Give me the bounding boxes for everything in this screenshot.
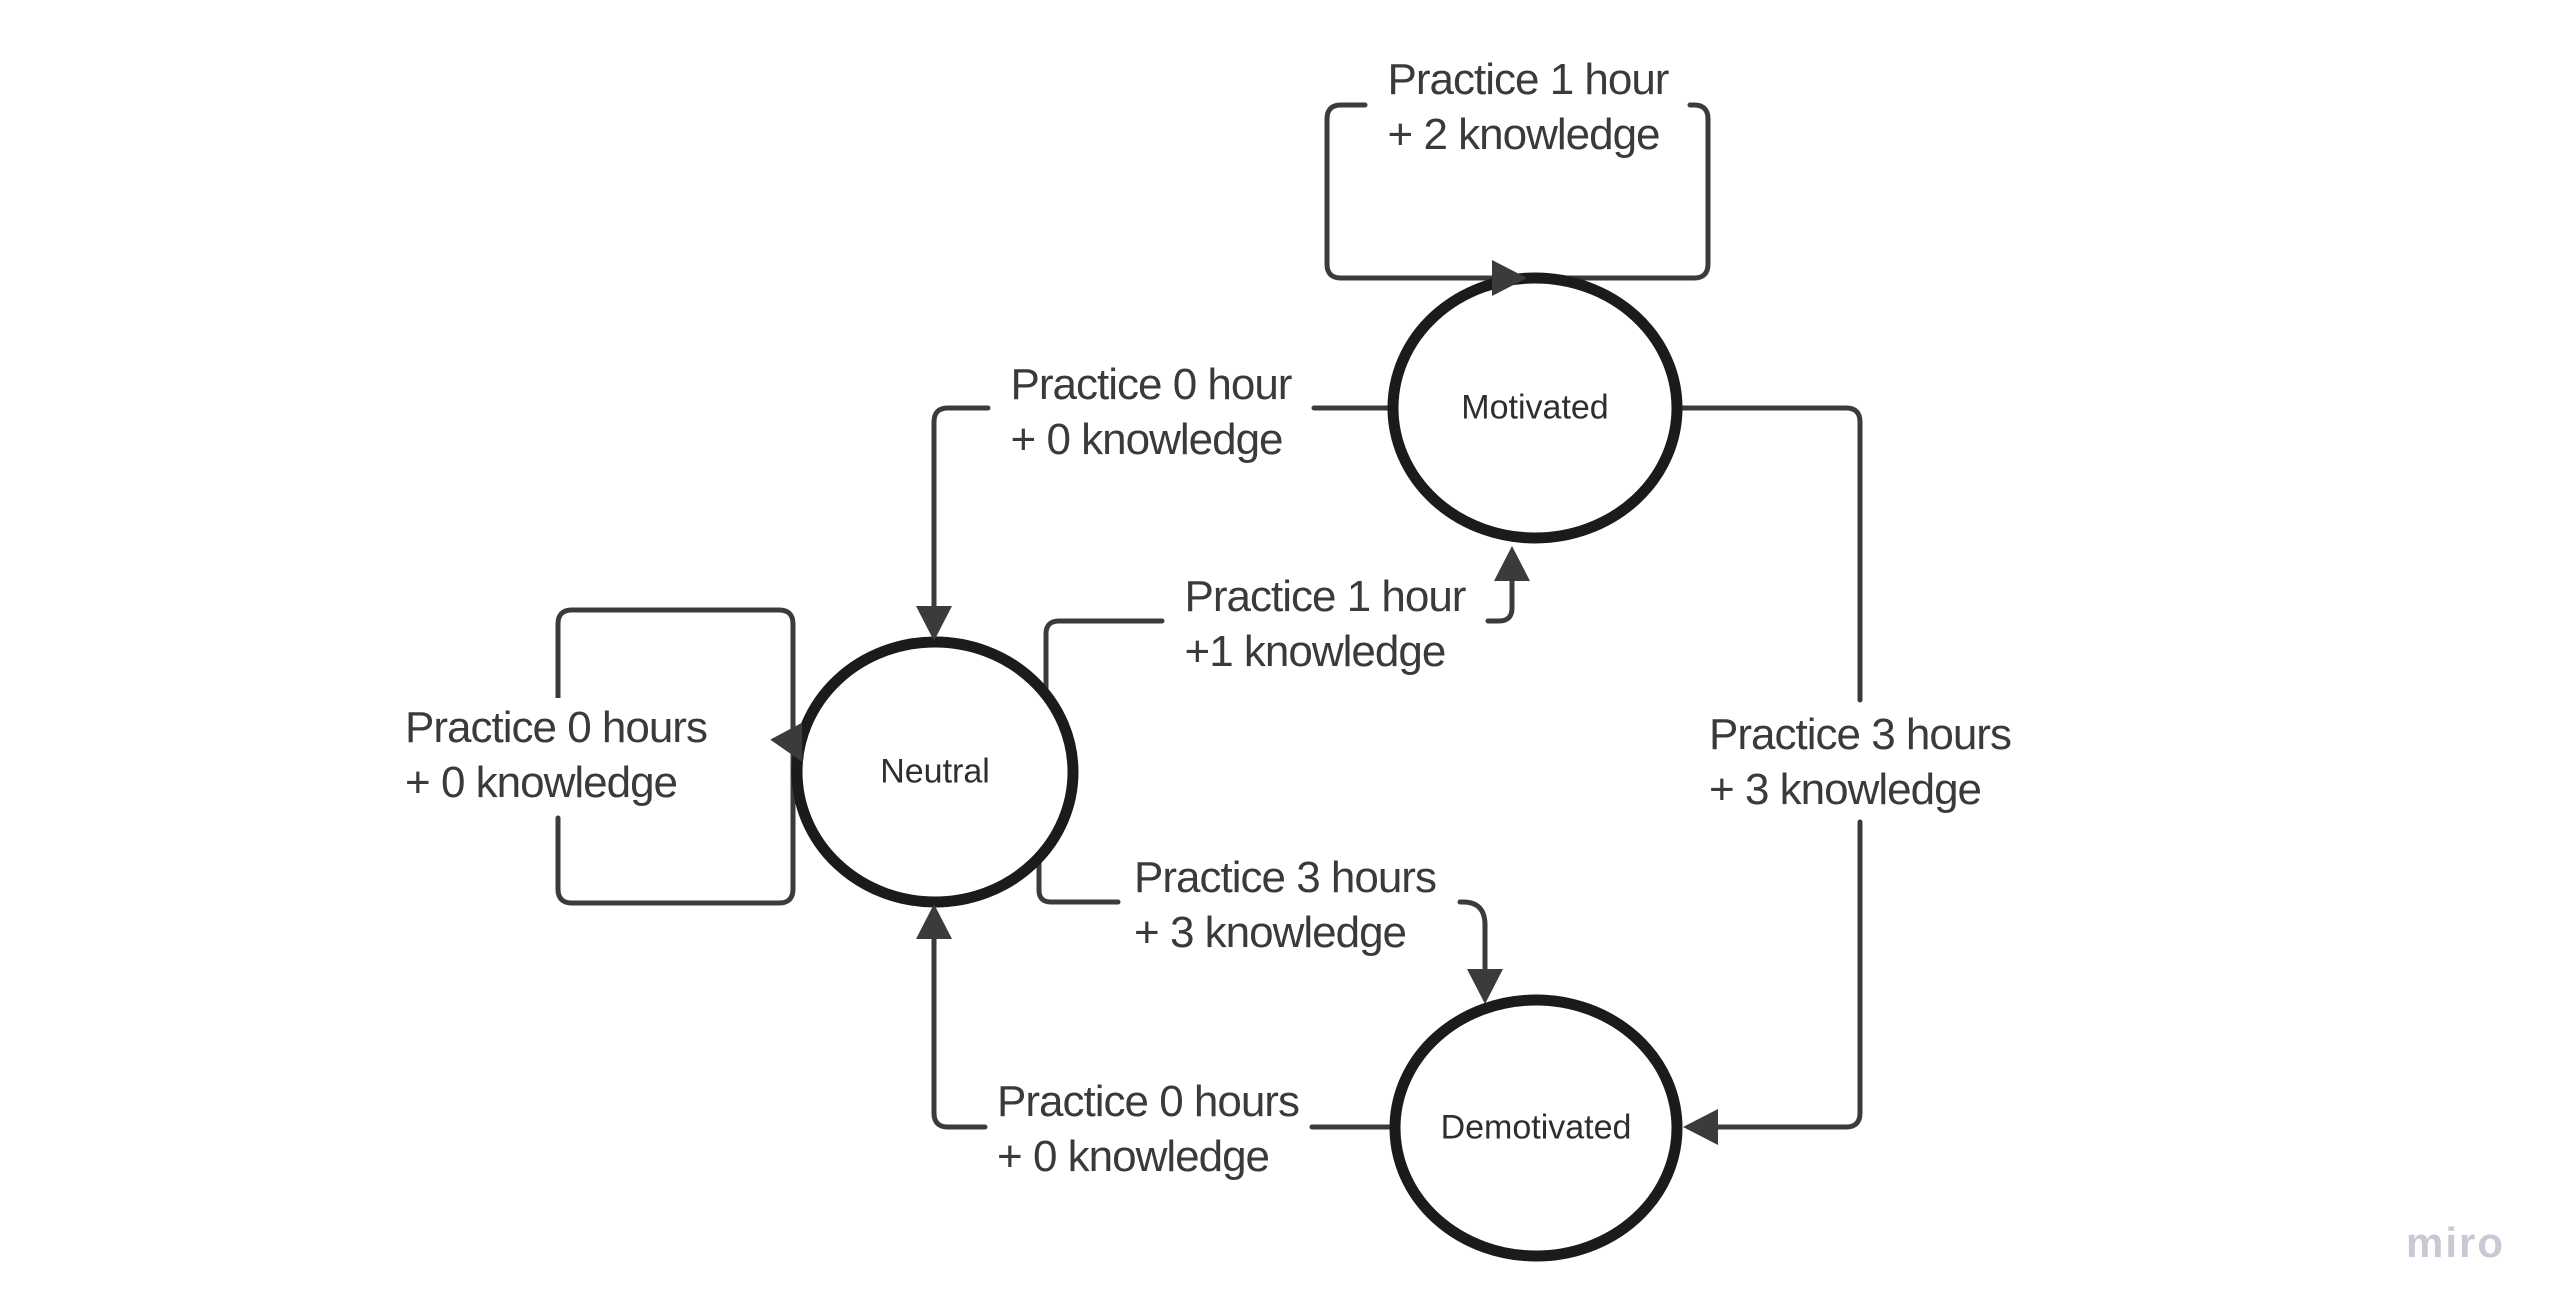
transition-label-neutral-to-demotivated[interactable]: Practice 3 hours + 3 knowledge: [1128, 848, 1442, 962]
transition-label-motivated-to-neutral[interactable]: Practice 0 hour + 0 knowledge: [1004, 355, 1298, 469]
state-node-motivated[interactable]: [1387, 272, 1683, 544]
connector-demotivated-to-neutral[interactable]: [931, 923, 1398, 1130]
transition-label-line2: + 0 knowledge: [1010, 415, 1284, 464]
transition-label-line2: + 2 knowledge: [1387, 110, 1661, 159]
arrowhead-motivated-to-neutral-icon: [916, 606, 952, 641]
arrowhead-motivated-self-icon: [1492, 260, 1527, 296]
transition-label-line1: Practice 0 hours: [405, 703, 708, 752]
transition-label-motivated-to-demotivated[interactable]: Practice 3 hours + 3 knowledge: [1703, 705, 2017, 819]
transition-label-line1: Practice 3 hours: [1134, 853, 1437, 902]
transition-label-line1: Practice 1 hour: [1387, 55, 1670, 104]
connector-neutral-to-demotivated[interactable]: [1036, 849, 1488, 985]
transition-label-line1: Practice 1 hour: [1184, 572, 1467, 621]
transition-label-line2: + 3 knowledge: [1134, 908, 1407, 957]
state-node-demotivated[interactable]: [1389, 994, 1683, 1262]
miro-watermark: miro: [2405, 1219, 2505, 1266]
transition-label-neutral-self[interactable]: Practice 0 hours + 0 knowledge: [399, 698, 713, 812]
transition-label-line1: Practice 0 hour: [1010, 360, 1293, 409]
arrowhead-neutral-self-icon: [770, 722, 803, 763]
transition-label-line2: + 0 knowledge: [997, 1132, 1270, 1181]
arrowhead-neutral-to-motivated-icon: [1494, 546, 1530, 581]
state-label-demotivated[interactable]: Demotivated: [1440, 1108, 1632, 1147]
connector-motivated-to-neutral[interactable]: [931, 405, 1400, 621]
transition-label-line1: Practice 0 hours: [997, 1077, 1300, 1126]
transition-label-line2: + 0 knowledge: [405, 758, 678, 807]
transition-label-demotivated-to-neutral[interactable]: Practice 0 hours + 0 knowledge: [991, 1072, 1305, 1186]
arrowhead-neutral-to-demotivated-icon: [1467, 969, 1503, 1004]
state-node-neutral[interactable]: [791, 636, 1079, 908]
connector-motivated-to-demotivated[interactable]: [1676, 405, 1863, 1130]
transition-label-line2: + 3 knowledge: [1709, 765, 1982, 814]
arrowhead-demotivated-to-neutral-icon: [916, 904, 952, 939]
transition-label-line1: Practice 3 hours: [1709, 710, 2012, 759]
state-label-motivated[interactable]: Motivated: [1461, 388, 1609, 427]
transition-label-motivated-self[interactable]: Practice 1 hour + 2 knowledge: [1381, 50, 1675, 164]
transition-label-neutral-to-motivated[interactable]: Practice 1 hour +1 knowledge: [1178, 567, 1472, 681]
connector-neutral-to-motivated[interactable]: [1043, 565, 1515, 695]
transition-label-line2: +1 knowledge: [1184, 627, 1447, 676]
arrowhead-motivated-to-demotivated-icon: [1683, 1109, 1718, 1145]
state-label-neutral[interactable]: Neutral: [880, 752, 990, 791]
